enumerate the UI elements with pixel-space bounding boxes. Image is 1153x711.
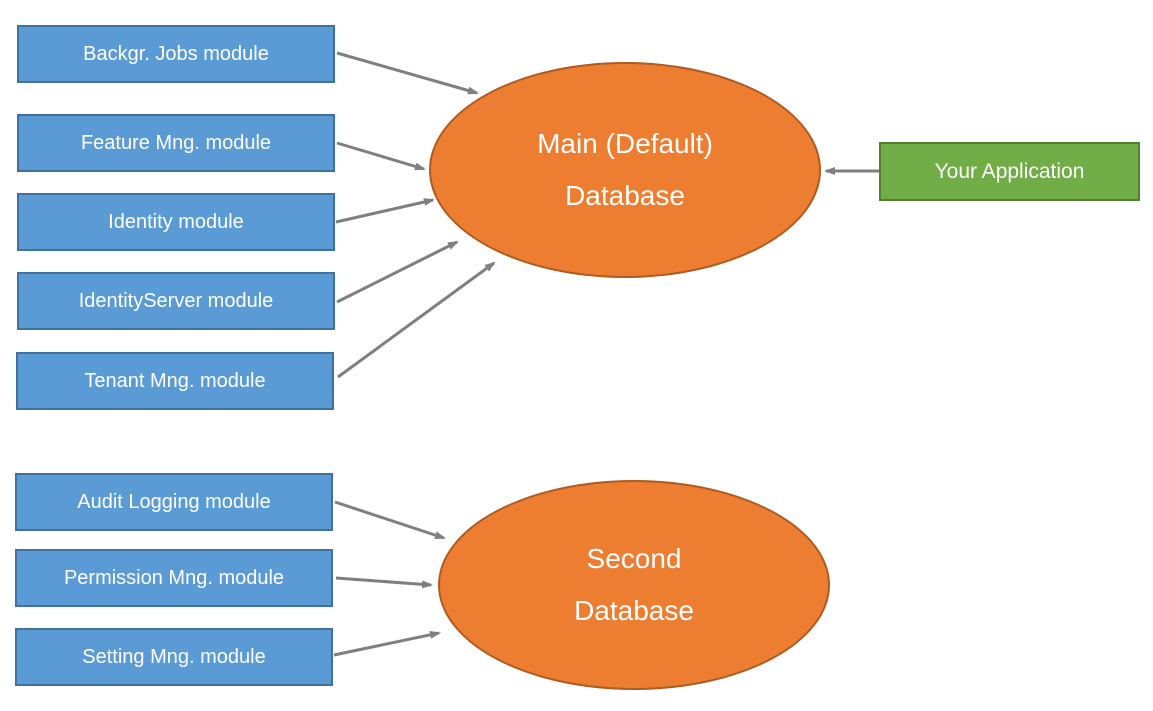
your-application-label: Your Application xyxy=(934,159,1085,183)
second-database-ellipse: Second Database xyxy=(438,480,830,690)
arrow-setting-mng-to-second-db xyxy=(333,630,441,657)
main-database-ellipse: Main (Default) Database xyxy=(429,62,821,278)
arrow-identity-to-main-db xyxy=(335,198,435,224)
module-label: Backgr. Jobs module xyxy=(83,42,269,65)
module-label: Audit Logging module xyxy=(77,490,271,513)
arrow-audit-logging-to-second-db xyxy=(334,500,446,540)
arrow-permission-mng-to-second-db xyxy=(335,576,433,589)
module-box-background-jobs: Backgr. Jobs module xyxy=(17,25,335,83)
arrow-identityserver-to-main-db xyxy=(336,240,459,304)
module-label: Tenant Mng. module xyxy=(84,369,266,392)
module-box-feature-management: Feature Mng. module xyxy=(17,114,335,172)
module-box-setting-management: Setting Mng. module xyxy=(15,628,333,686)
arrow-feature-mng-to-main-db xyxy=(336,141,426,171)
second-database-label-line1: Second xyxy=(586,543,682,574)
main-database-label-line2: Database xyxy=(565,180,685,211)
module-label: Permission Mng. module xyxy=(63,566,285,589)
module-label: Setting Mng. module xyxy=(82,645,266,668)
module-box-permission-management: Permission Mng. module xyxy=(15,549,333,607)
module-box-identityserver: IdentityServer module xyxy=(17,272,335,330)
module-label: Identity module xyxy=(108,210,244,233)
module-box-tenant-management: Tenant Mng. module xyxy=(16,352,334,410)
main-database-label-line1: Main (Default) xyxy=(537,128,713,159)
arrow-tenant-mng-to-main-db xyxy=(337,261,496,379)
your-application-box: Your Application xyxy=(879,142,1140,201)
arrow-backgr-jobs-to-main-db xyxy=(336,51,479,95)
module-label: IdentityServer module xyxy=(78,289,274,312)
module-label: Feature Mng. module xyxy=(80,131,272,154)
second-database-label-line2: Database xyxy=(574,595,694,626)
module-box-identity: Identity module xyxy=(17,193,335,251)
module-box-audit-logging: Audit Logging module xyxy=(15,473,333,531)
